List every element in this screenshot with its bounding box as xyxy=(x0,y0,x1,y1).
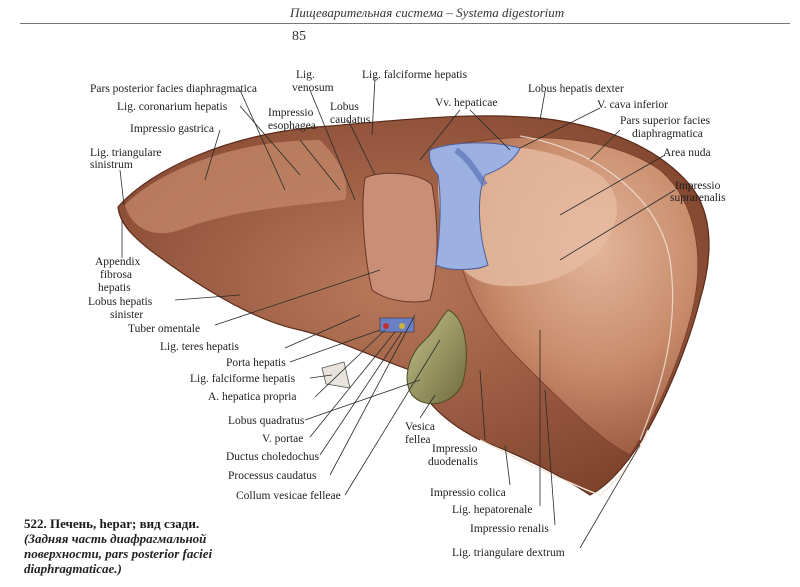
label-lig-teres: Lig. teres hepatis xyxy=(160,341,239,353)
label-impressio-colica: Impressio colica xyxy=(430,487,506,499)
label-appendix-1: Appendix xyxy=(95,256,141,268)
porta-vessels xyxy=(379,317,415,333)
label-pars-superior-1: Pars superior facies xyxy=(620,115,711,127)
label-lobus-sinister-2: sinister xyxy=(110,309,143,321)
label-a-hepatica: A. hepatica propria xyxy=(208,391,296,403)
leader-lines xyxy=(119,77,676,549)
vena-cava xyxy=(429,142,521,270)
label-impressio-suprarenalis-1: Impressio xyxy=(675,180,721,192)
label-lig-triangulare-sinistrum-1: Lig. triangulare xyxy=(90,147,162,159)
label-impressio-suprarenalis-2: suprarenalis xyxy=(670,192,726,204)
label-tuber-omentale: Tuber omentale xyxy=(128,323,200,335)
label-lig-coronarium: Lig. coronarium hepatis xyxy=(117,101,228,113)
label-porta-hepatis: Porta hepatis xyxy=(226,357,286,369)
lig-falciforme-cut xyxy=(321,361,351,389)
page-header: Пищеварительная система – Systema digest… xyxy=(0,0,800,26)
label-lig-venosum-1: Lig. xyxy=(296,69,315,81)
label-lobus-caudatus-2: caudatus xyxy=(330,114,371,126)
gallbladder xyxy=(406,309,467,405)
figure-caption: 522. Печень, hepar; вид сзади. (Задняя ч… xyxy=(24,516,344,576)
label-lobus-sinister-1: Lobus hepatis xyxy=(88,296,153,308)
label-impressio-gastrica: Impressio gastrica xyxy=(130,123,214,135)
caption-subtitle-line-3: diaphragmaticae.) xyxy=(24,561,122,576)
caption-title: 522. Печень, hepar; вид сзади. xyxy=(24,516,200,531)
label-impressio-esophagea-2: esophagea xyxy=(268,120,316,132)
label-pars-superior-2: diaphragmatica xyxy=(632,128,703,140)
page-number: 85 xyxy=(292,29,306,44)
caption-subtitle-line-2: поверхности, pars posterior faciei xyxy=(24,546,213,561)
label-impressio-duodenalis-1: Impressio xyxy=(432,443,478,455)
label-impressio-esophagea-1: Impressio xyxy=(268,107,314,119)
label-appendix-3: hepatis xyxy=(98,282,131,294)
label-lig-triangulare-dextrum: Lig. triangulare dextrum xyxy=(452,547,565,559)
label-lig-hepatorenale: Lig. hepatorenale xyxy=(452,504,532,516)
header-divider xyxy=(20,23,790,24)
label-lobus-quadratus: Lobus quadratus xyxy=(228,415,305,427)
label-lig-falciforme-bottom: Lig. falciforme hepatis xyxy=(190,373,296,385)
label-area-nuda: Area nuda xyxy=(663,147,711,159)
label-processus-caudatus: Processus caudatus xyxy=(228,470,317,482)
label-lobus-caudatus-1: Lobus xyxy=(330,101,359,113)
label-impressio-renalis: Impressio renalis xyxy=(470,523,549,535)
label-lig-falciforme-top: Lig. falciforme hepatis xyxy=(362,69,468,81)
label-appendix-2: fibrosa xyxy=(100,269,132,281)
caption-subtitle-line-1: (Задняя часть диафрагмальной xyxy=(24,531,207,546)
label-vesica-fellea-1: Vesica xyxy=(405,421,435,433)
label-pars-posterior: Pars posterior facies diaphragmatica xyxy=(90,83,257,95)
figure-labels: Pars posterior facies diaphragmatica Lig… xyxy=(88,69,726,559)
hepatic-vein-branch xyxy=(454,147,488,187)
left-lobe-upper xyxy=(125,140,347,234)
running-title: Пищеварительная система – Systema digest… xyxy=(290,5,565,20)
label-lig-venosum-2: venosum xyxy=(292,82,334,94)
label-v-cava-inferior: V. cava inferior xyxy=(597,99,668,111)
label-v-portae: V. portae xyxy=(262,433,303,445)
label-vesica-fellea-2: fellea xyxy=(405,434,431,446)
label-lig-triangulare-sinistrum-2: sinistrum xyxy=(90,159,133,171)
label-impressio-duodenalis-2: duodenalis xyxy=(428,456,478,468)
label-vv-hepaticae: Vv. hepaticae xyxy=(435,97,497,109)
label-lobus-hepatis-dexter: Lobus hepatis dexter xyxy=(528,83,624,95)
caudate-lobe xyxy=(362,172,438,303)
label-ductus-choledochus: Ductus choledochus xyxy=(226,451,319,463)
label-collum-vesicae: Collum vesicae felleae xyxy=(236,490,341,502)
